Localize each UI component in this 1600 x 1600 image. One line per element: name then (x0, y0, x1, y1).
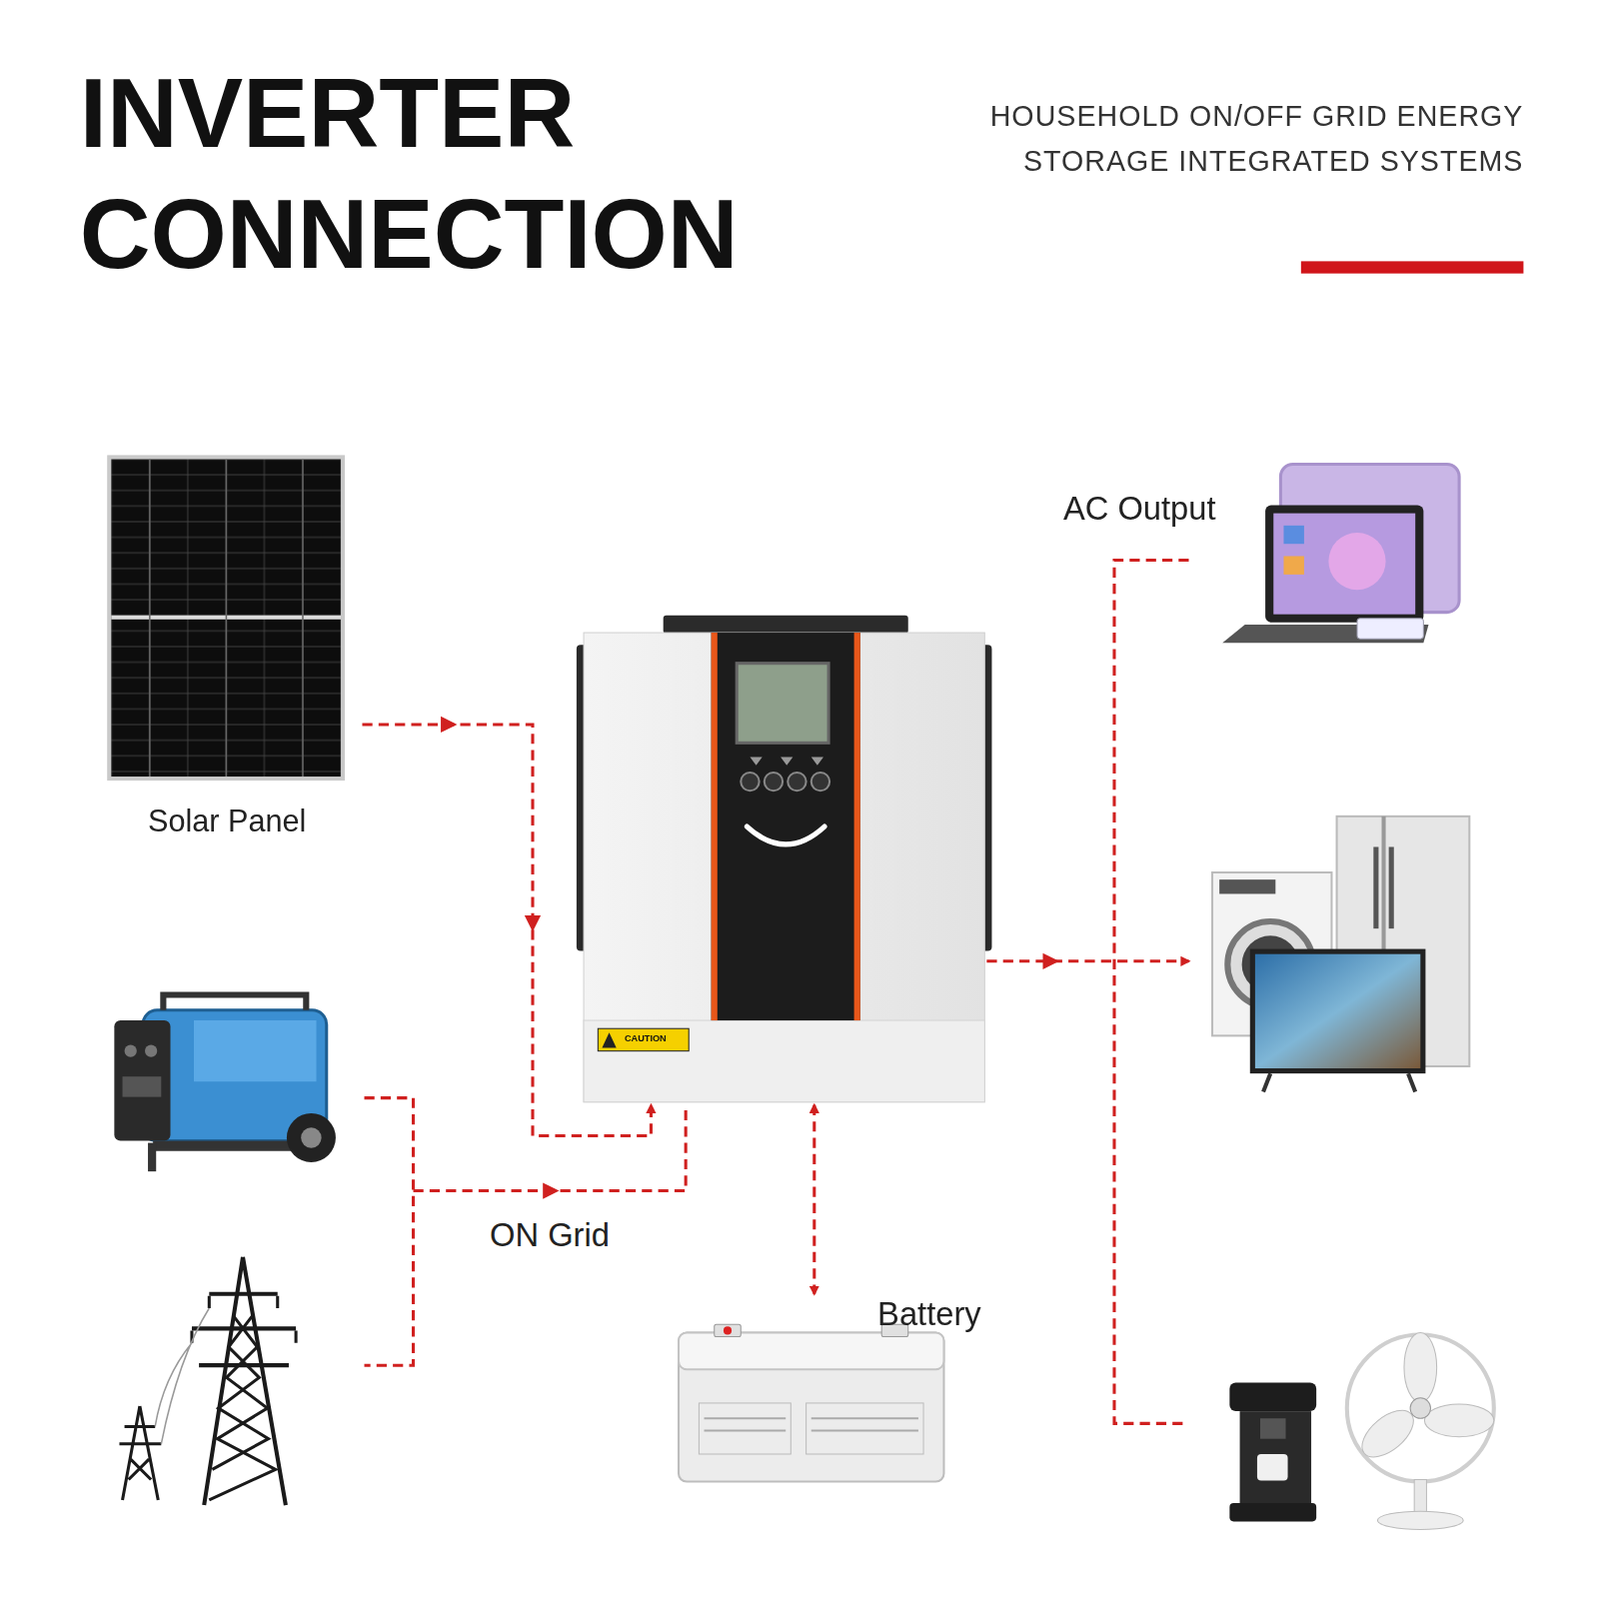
node-text: Solar Panel (101, 803, 352, 841)
home-appliances-picture (1212, 816, 1470, 1093)
ac-output-node: AC Output (1189, 464, 1486, 1537)
grid-wire (364, 1098, 687, 1367)
generator-picture (113, 995, 336, 1173)
battery-picture (678, 1324, 944, 1482)
node-text: Battery (877, 1294, 982, 1336)
battery-node: Battery (678, 1294, 1026, 1484)
small-appliances-picture (1229, 1332, 1494, 1530)
inverter-picture (576, 615, 993, 1103)
inverter-node: CAUTION (583, 615, 987, 1106)
dashed-connector (812, 1105, 816, 1295)
solar-panel-picture (106, 454, 345, 781)
diagram-title: INVERTER CONNECTION (79, 52, 856, 294)
subtitle: HOUSEHOLD ON/OFF GRID ENERGY STORAGE INT… (911, 93, 1525, 184)
ac-bus-wire (1114, 560, 1190, 1425)
node-text: AC Output (1063, 487, 1217, 529)
dashed-connector (986, 959, 1189, 963)
laptop-picture (1222, 464, 1460, 644)
dashed-connector (361, 724, 651, 1136)
solar-panel-node: Solar Panel (101, 454, 352, 840)
edge-label: ON Grid (487, 1214, 612, 1256)
node-text: CAUTION (624, 1032, 987, 1045)
power-tower-picture (118, 1257, 296, 1506)
accent-bar (1301, 260, 1525, 273)
